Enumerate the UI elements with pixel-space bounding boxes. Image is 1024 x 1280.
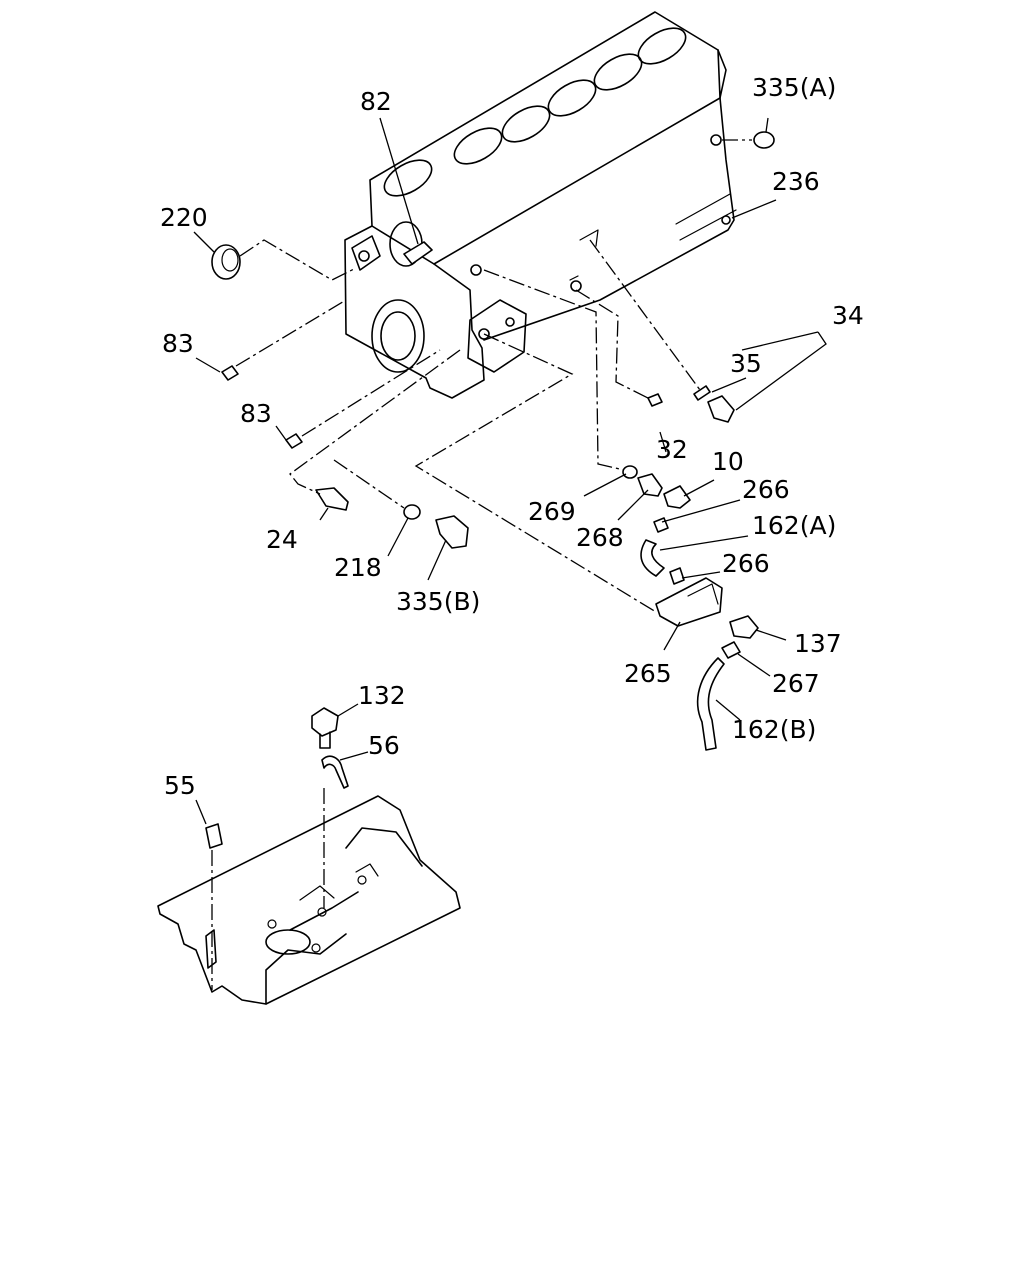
engine-block [344,11,737,399]
part-162a-hose [640,539,665,577]
part-82-stud [403,241,433,265]
callout-83-upper: 83 [162,329,194,358]
callout-220: 220 [160,203,208,232]
part-83-dowel-upper [221,365,239,381]
part-335a-plug [753,131,775,149]
callout-82: 82 [360,87,392,116]
callout-55: 55 [164,771,196,800]
part-162b-pipe [696,657,725,751]
part-24-fitting [315,487,349,511]
part-268-adapter [637,473,663,497]
callout-266-lower: 266 [722,549,770,578]
callout-162a: 162(A) [752,511,836,540]
callout-10: 10 [712,447,744,476]
callout-268: 268 [576,523,624,552]
callout-269: 269 [528,497,576,526]
callout-137: 137 [794,629,842,658]
callout-218: 218 [334,553,382,582]
part-266-clip-lower [669,567,685,585]
part-32-pin [647,393,663,407]
callout-265: 265 [624,659,672,688]
part-137-connector [729,615,759,639]
lower-crankcase [157,795,461,1005]
callout-236: 236 [772,167,820,196]
part-83-dowel-lower [285,433,303,449]
callout-335a: 335(A) [752,73,836,102]
part-266-clip-upper [653,517,669,533]
leader-lines-lower [195,703,369,990]
part-10-fitting [663,485,691,509]
callout-267: 267 [772,669,820,698]
part-218-washer [403,504,421,520]
part-267-clip [721,641,741,659]
part-56-clip [321,755,349,789]
callout-56: 56 [368,731,400,760]
callout-132: 132 [358,681,406,710]
callout-266-upper: 266 [742,475,790,504]
part-265-bracket [655,577,723,627]
callout-83-lower: 83 [240,399,272,428]
callout-34: 34 [832,301,864,330]
part-335b-plug [435,515,469,549]
part-220-plug [211,244,241,280]
callout-335b: 335(B) [396,587,480,616]
part-269-washer [622,465,638,479]
callout-24: 24 [266,525,298,554]
callout-162b: 162(B) [732,715,816,744]
part-34-sensor [707,395,735,423]
callout-labels: 82 220 83 83 335(A) 236 34 35 32 10 266 … [160,73,864,800]
leader-lines-upper [193,117,827,721]
callout-32: 32 [656,435,688,464]
callout-35: 35 [730,349,762,378]
part-55-plug [205,823,223,849]
part-35-gasket [693,385,711,401]
part-132-bolt [311,707,339,749]
